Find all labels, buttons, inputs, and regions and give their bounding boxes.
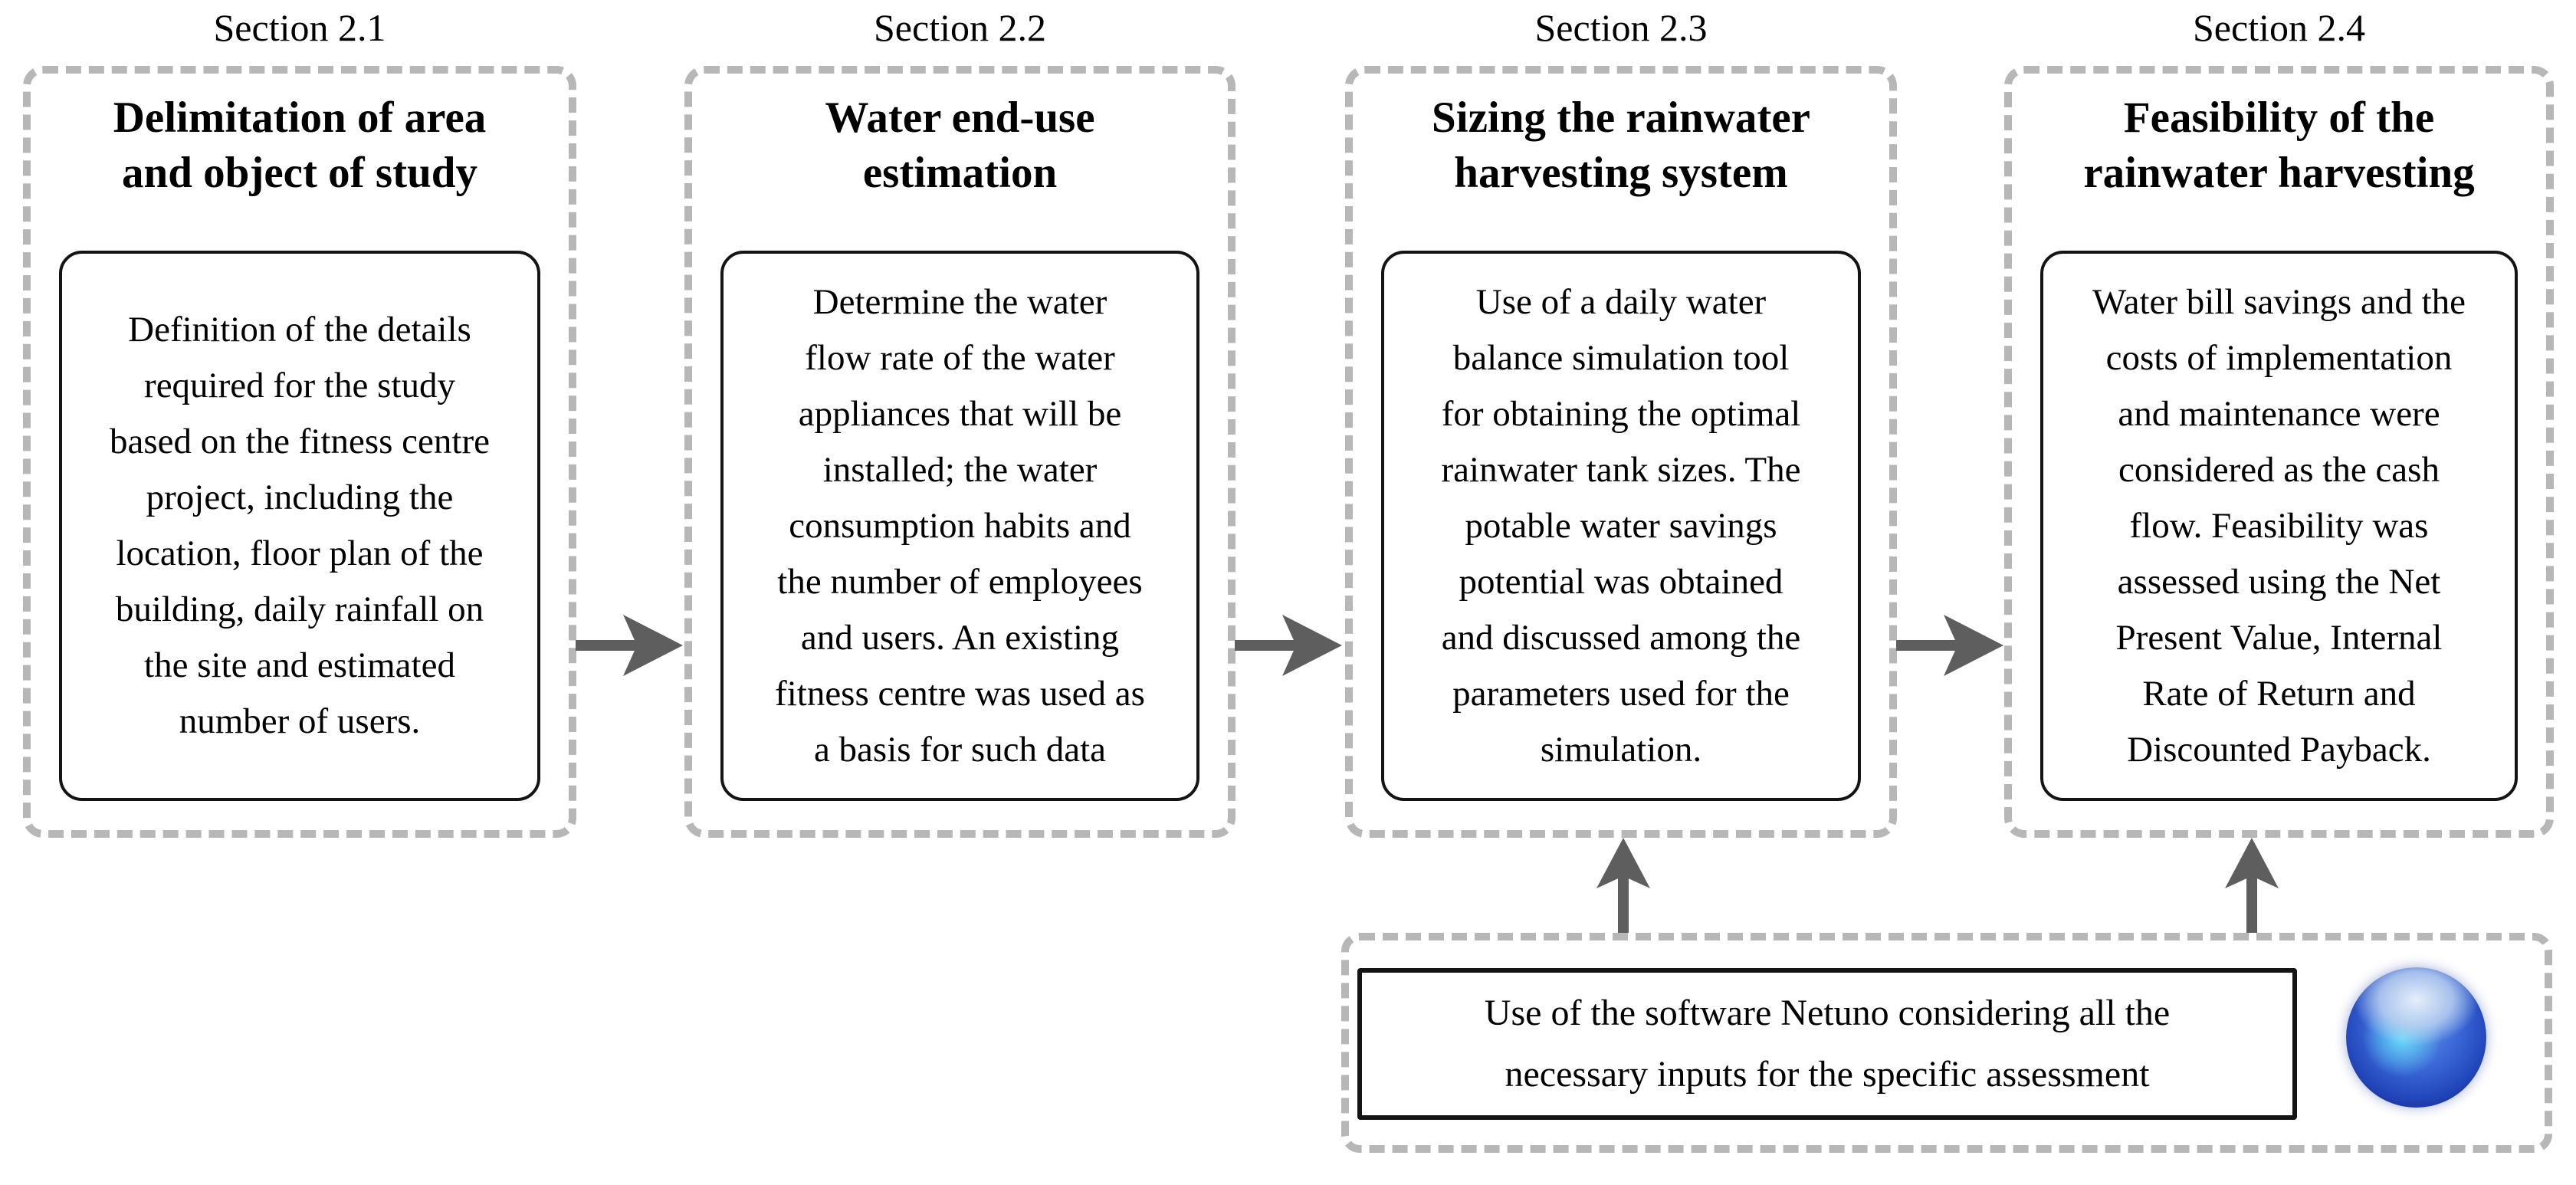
section-2-4-title: Feasibility of the rainwater harvesting xyxy=(2083,94,2475,197)
section-2-3-body-box: Use of a daily water balance simulation … xyxy=(1381,251,1861,801)
section-2-1-group: Delimitation of area and object of study… xyxy=(23,66,576,838)
flow-arrow-right-3-icon xyxy=(1896,615,2003,676)
section-label-2-3: Section 2.3 xyxy=(1534,6,1708,49)
section-2-1-body-box: Definition of the details required for t… xyxy=(59,251,540,801)
section-2-2-body-text: Determine the water flow rate of the wat… xyxy=(775,281,1145,770)
flow-arrow-right-1-icon xyxy=(576,615,683,676)
section-2-2-body-box: Determine the water flow rate of the wat… xyxy=(720,251,1199,801)
flow-arrow-up-to-2-4-icon xyxy=(2225,838,2279,935)
section-label-2-2: Section 2.2 xyxy=(874,6,1046,49)
flow-arrow-up-to-2-3-icon xyxy=(1596,838,1650,935)
netuno-sphere-icon xyxy=(2346,967,2486,1108)
section-2-4-group: Feasibility of the rainwater harvesting … xyxy=(2004,66,2554,838)
section-label-2-1: Section 2.1 xyxy=(213,6,386,49)
section-2-4-body-text: Water bill savings and the costs of impl… xyxy=(2092,281,2466,770)
section-2-3-body-text: Use of a daily water balance simulation … xyxy=(1441,281,1801,770)
section-2-2-group: Water end-use estimation Determine the w… xyxy=(684,66,1235,838)
section-2-1-title: Delimitation of area and object of study xyxy=(113,94,487,197)
section-2-4-body-box: Water bill savings and the costs of impl… xyxy=(2040,251,2518,801)
section-2-1-body-text: Definition of the details required for t… xyxy=(110,310,490,741)
netuno-note-group: Use of the software Netuno considering a… xyxy=(1341,933,2552,1153)
netuno-note-text: Use of the software Netuno considering a… xyxy=(1484,993,2171,1095)
section-2-3-title: Sizing the rainwater harvesting system xyxy=(1432,94,1810,197)
section-2-3-group: Sizing the rainwater harvesting system U… xyxy=(1345,66,1897,838)
netuno-note-box: Use of the software Netuno considering a… xyxy=(1357,968,2297,1120)
section-2-2-title: Water end-use estimation xyxy=(825,94,1095,197)
section-label-2-4: Section 2.4 xyxy=(2193,6,2365,49)
flow-arrow-right-2-icon xyxy=(1235,615,1342,676)
